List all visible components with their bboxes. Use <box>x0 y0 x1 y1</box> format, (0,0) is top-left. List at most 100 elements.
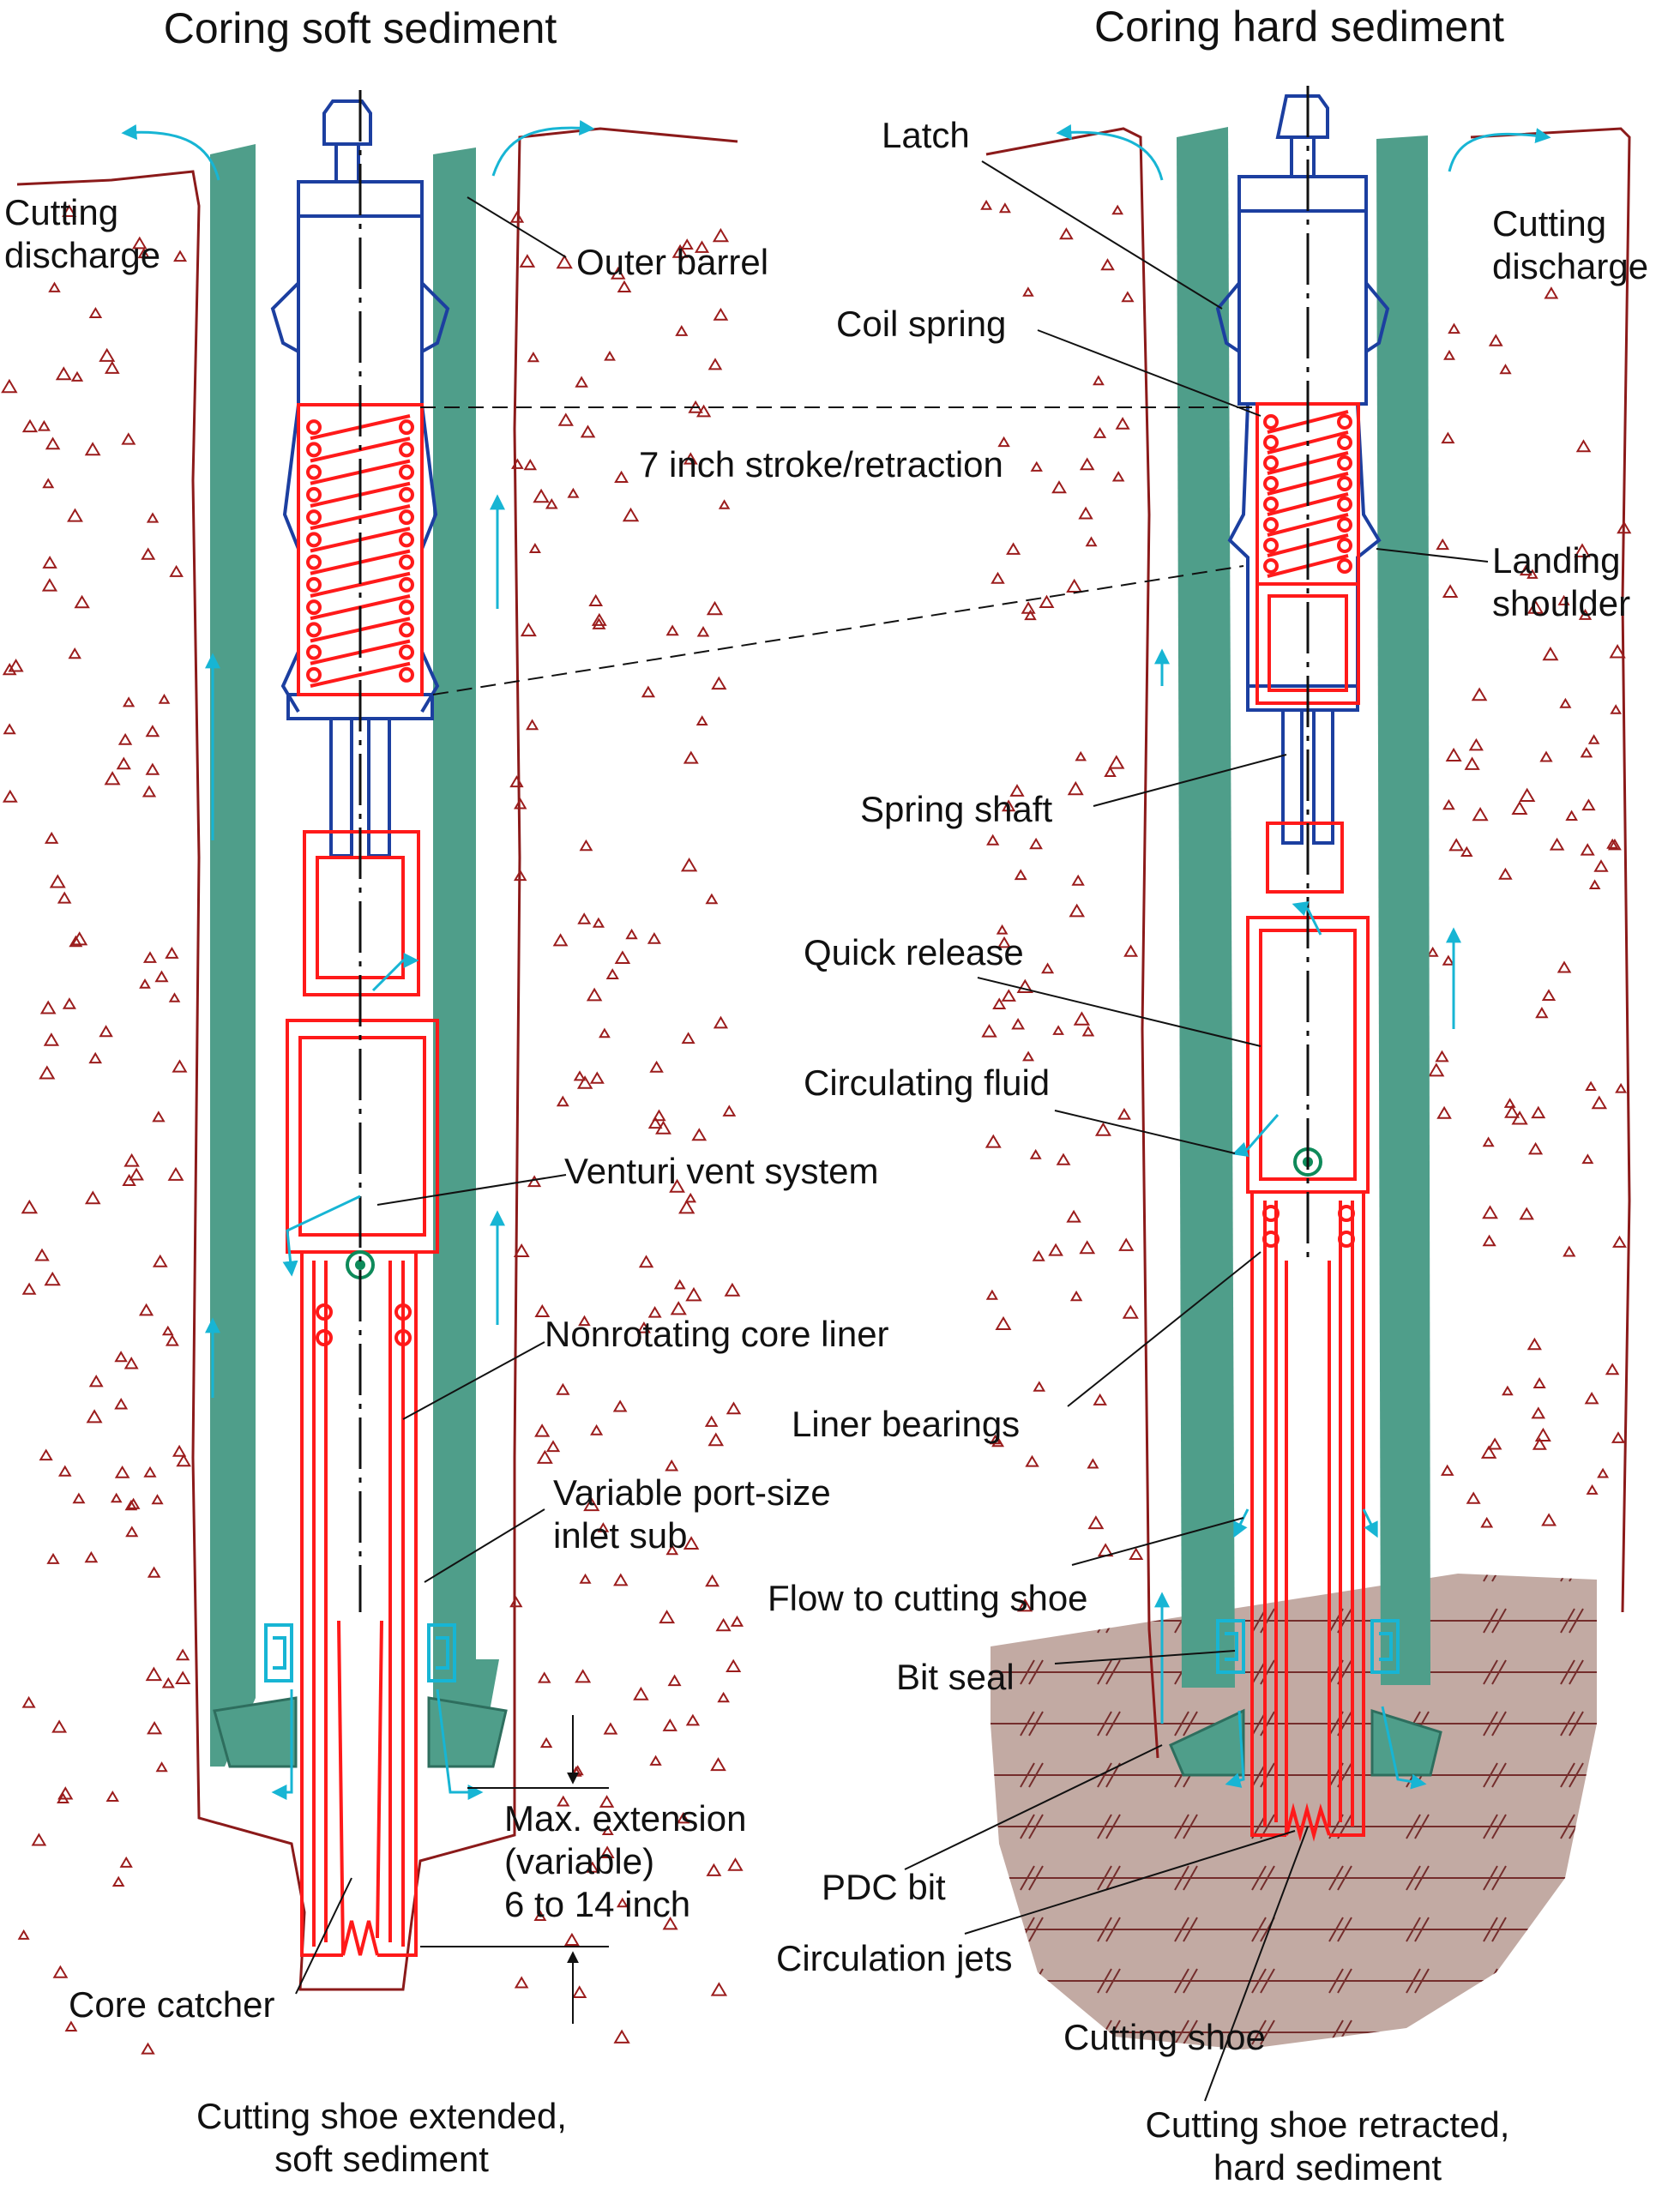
label-cutting-discharge-left-1: Cutting <box>4 192 118 232</box>
sediment-particle <box>572 1985 587 1998</box>
sediment-particle <box>1056 1153 1071 1165</box>
spring-coil <box>1337 435 1352 450</box>
sediment-particle <box>722 1105 737 1117</box>
spring-coil <box>306 442 322 458</box>
spring-coil <box>399 464 414 480</box>
sediment-particle <box>70 370 84 382</box>
spring-coil <box>1263 497 1279 512</box>
label-quick-release: Quick release <box>804 932 1024 972</box>
spring-coil <box>399 509 414 526</box>
sediment-particle <box>1069 903 1086 918</box>
sediment-particle <box>539 1737 553 1749</box>
leader-lines <box>295 160 1489 2102</box>
sediment-particle <box>146 512 160 523</box>
label-variable-port-1: Variable port-size <box>553 1472 831 1513</box>
spring-coil <box>399 486 414 503</box>
sediment-particle <box>45 436 61 450</box>
sediment-particle <box>997 936 1011 948</box>
sediment-particle <box>141 547 156 560</box>
sediment-particle <box>998 202 1011 214</box>
left-bit-seals <box>264 1623 456 1682</box>
sediment-particle <box>696 626 710 637</box>
sediment-particle <box>1067 780 1084 796</box>
sediment-particle <box>613 1573 629 1586</box>
sediment-particle <box>726 1401 742 1415</box>
sediment-particle <box>1557 594 1570 605</box>
sediment-particle <box>1502 1385 1514 1396</box>
sediment-particle <box>57 1786 74 1800</box>
right-upper-assembly <box>1215 94 1390 845</box>
sediment-particle <box>556 1095 569 1107</box>
sediment-particle <box>1549 837 1565 851</box>
sediment-particle <box>124 1499 138 1511</box>
sediment-particle <box>21 1695 36 1708</box>
sediment-particle <box>1606 838 1619 849</box>
spring-coil <box>1263 435 1279 450</box>
sediment-particle <box>567 487 580 498</box>
sediment-particle <box>142 951 157 963</box>
sediment-particle <box>42 556 57 569</box>
sediment-particle <box>68 647 81 659</box>
sediment-particle <box>1605 1363 1620 1375</box>
sediment-particle <box>1104 766 1117 777</box>
sediment-particle <box>1442 954 1455 966</box>
sediment-particle <box>111 1875 125 1887</box>
sediment-particle <box>981 1024 997 1038</box>
sediment-particle <box>51 1719 68 1733</box>
spring-coil <box>306 532 322 548</box>
sediment-particle <box>1078 506 1093 520</box>
sediment-particle <box>1066 1209 1081 1223</box>
spring-coil <box>1337 558 1352 574</box>
label-max-extension-2: (variable) <box>504 1841 654 1881</box>
sediment-particle <box>1480 1516 1494 1528</box>
label-max-extension-1: Max. extension <box>504 1798 746 1839</box>
sediment-particle <box>147 1721 163 1735</box>
sediment-particle <box>705 893 719 905</box>
spring-coil <box>1337 497 1352 512</box>
sediment-particle <box>992 997 1007 1009</box>
sediment-particle <box>680 858 698 872</box>
sediment-particle <box>110 1492 123 1503</box>
sediment-particle <box>601 1825 614 1835</box>
sediment-particle <box>64 2020 78 2031</box>
sediment-particle <box>71 931 88 946</box>
label-pdc-bit: PDC bit <box>822 1867 946 1907</box>
label-core-catcher: Core catcher <box>69 1984 274 2025</box>
sediment-particle <box>610 266 626 280</box>
sediment-particle <box>143 1466 157 1478</box>
sediment-particle <box>119 1856 133 1868</box>
sediment-particle <box>142 785 157 798</box>
sediment-particle <box>1022 1050 1035 1062</box>
sediment-particle <box>662 1917 678 1930</box>
spring-coil <box>306 666 322 683</box>
sediment-particle <box>1581 1153 1594 1165</box>
sediment-particle <box>986 834 1000 846</box>
spring-coil <box>399 532 414 548</box>
sediment-particle <box>1575 439 1592 453</box>
sediment-particle <box>1 378 18 394</box>
sediment-particle <box>126 1497 141 1509</box>
sediment-particle <box>99 1025 113 1038</box>
sediment-particle <box>556 1382 570 1395</box>
left-panel-title: Coring soft sediment <box>164 4 557 52</box>
sediment-particle <box>592 617 606 629</box>
sediment-particle <box>122 696 135 707</box>
sediment-particle <box>158 693 171 704</box>
sediment-particle <box>1532 1437 1547 1450</box>
label-variable-port-2: inlet sub <box>553 1515 687 1556</box>
sediment-particle <box>665 624 679 636</box>
sediment-particle <box>116 756 131 770</box>
sediment-particle <box>556 254 573 269</box>
sediment-particle <box>1559 697 1572 708</box>
sediment-particles <box>1 199 1632 2055</box>
sediment-particle <box>533 1910 547 1921</box>
sediment-particle <box>533 488 550 503</box>
sediment-particle <box>1016 978 1033 993</box>
sediment-particle <box>57 1465 72 1477</box>
spring-coil <box>1337 414 1352 430</box>
sediment-particle <box>72 1492 86 1504</box>
sediment-particle <box>123 1153 140 1167</box>
sediment-particle <box>1609 644 1626 659</box>
sediment-particle <box>1534 1427 1551 1442</box>
sediment-particle <box>638 1255 654 1268</box>
